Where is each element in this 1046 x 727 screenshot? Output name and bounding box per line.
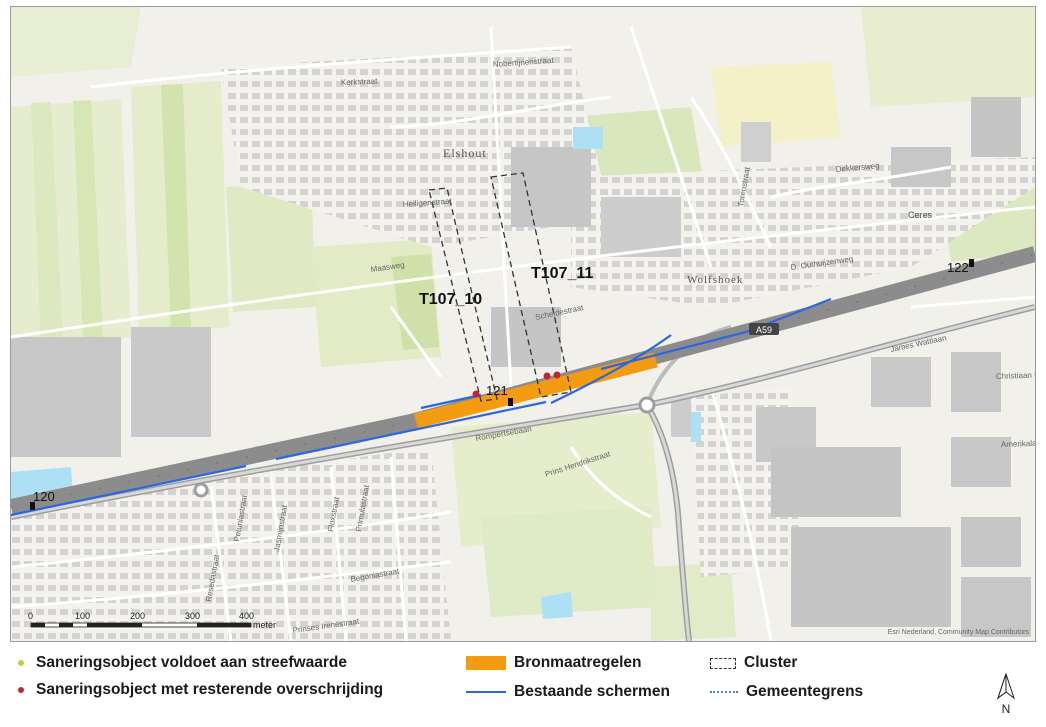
svg-text:100: 100 — [75, 611, 90, 621]
road-shield — [749, 323, 779, 335]
svg-text:Heiligenstraat: Heiligenstraat — [403, 197, 453, 209]
red-dot-icon — [18, 687, 24, 693]
map-legend: Saneringsobject voldoet aan streefwaarde… — [0, 647, 1046, 727]
svg-text:Kerkstraat: Kerkstraat — [341, 77, 379, 87]
dotted-line-icon — [710, 691, 738, 693]
legend-item-voldoet: Saneringsobject voldoet aan streefwaarde — [10, 654, 347, 672]
svg-text:300: 300 — [185, 611, 200, 621]
svg-text:400: 400 — [239, 611, 254, 621]
saneringsobject-overschrijding[interactable] — [543, 372, 551, 380]
map-canvas[interactable]: 120 121 122 A59 T107_10 T107_11 Elshout … — [11, 7, 1035, 641]
km-label-120: 120 — [33, 489, 55, 504]
map-frame: 120 121 122 A59 T107_10 T107_11 Elshout … — [10, 6, 1036, 642]
roundabout-west — [193, 482, 209, 498]
place-label-wolfshoek: Wolfshoek — [687, 274, 743, 286]
saneringsobject-overschrijding[interactable] — [472, 390, 480, 398]
road-shield-label: A59 — [756, 325, 772, 335]
scale-bar-unit: meter — [253, 620, 276, 630]
saneringsobject-overschrijding[interactable] — [553, 371, 561, 379]
legend-label: Bestaande schermen — [514, 683, 670, 700]
place-label-ceres: Ceres — [908, 210, 933, 220]
svg-text:200: 200 — [130, 611, 145, 621]
agricultural-fields — [11, 7, 441, 367]
svg-text:Nobertijnenstraat: Nobertijnenstraat — [493, 56, 555, 69]
legend-item-gemeentegrens: Gemeentegrens — [710, 683, 863, 701]
legend-label: Bronmaatregelen — [514, 654, 642, 671]
scale-bar — [30, 622, 252, 628]
legend-item-cluster: Cluster — [710, 654, 797, 672]
roundabout-east — [638, 396, 656, 414]
north-label: N — [1001, 702, 1011, 716]
minor-streets — [11, 26, 1035, 641]
svg-text:0: 0 — [28, 611, 33, 621]
yellow-dot-icon — [18, 660, 24, 666]
cluster-label-t107-11: T107_11 — [531, 265, 593, 282]
dashed-box-icon — [710, 657, 736, 669]
highway-a59 — [11, 246, 1035, 515]
km-label-121: 121 — [486, 383, 508, 398]
north-arrow: N — [994, 672, 1018, 716]
buildings — [11, 97, 1031, 637]
svg-text:Christiaan Huygensweg: Christiaan Huygensweg — [996, 369, 1035, 381]
cluster-label-t107-10: T107_10 — [419, 291, 482, 308]
legend-item-bronmaatregelen: Bronmaatregelen — [466, 654, 641, 672]
km-label-122: 122 — [947, 260, 969, 275]
scale-bar-labels: 0 100 200 300 400 meter — [28, 611, 276, 630]
legend-label: Cluster — [744, 654, 798, 671]
svg-text:Amerikalaan: Amerikalaan — [1001, 438, 1035, 449]
blue-line-icon — [466, 691, 506, 693]
legend-label: Saneringsobject voldoet aan streefwaarde — [36, 654, 347, 671]
map-credit: Esri Nederland, Community Map Contributo… — [888, 629, 1030, 636]
km-marker-122 — [969, 259, 974, 267]
legend-item-overschrijding: Saneringsobject met resterende overschri… — [10, 681, 383, 699]
legend-label: Gemeentegrens — [746, 683, 864, 700]
place-label-elshout: Elshout — [443, 146, 487, 160]
north-arrow-icon — [997, 672, 1015, 700]
legend-item-schermen: Bestaande schermen — [466, 683, 670, 701]
cluster-t107-11 — [490, 172, 572, 398]
legend-label: Saneringsobject met resterende overschri… — [36, 681, 384, 698]
km-marker-121 — [508, 398, 513, 406]
cluster-t107-10 — [428, 187, 498, 402]
orange-swatch-icon — [466, 656, 506, 670]
km-marker-120 — [30, 502, 35, 510]
svg-text:Dekkersweg: Dekkersweg — [835, 161, 880, 174]
